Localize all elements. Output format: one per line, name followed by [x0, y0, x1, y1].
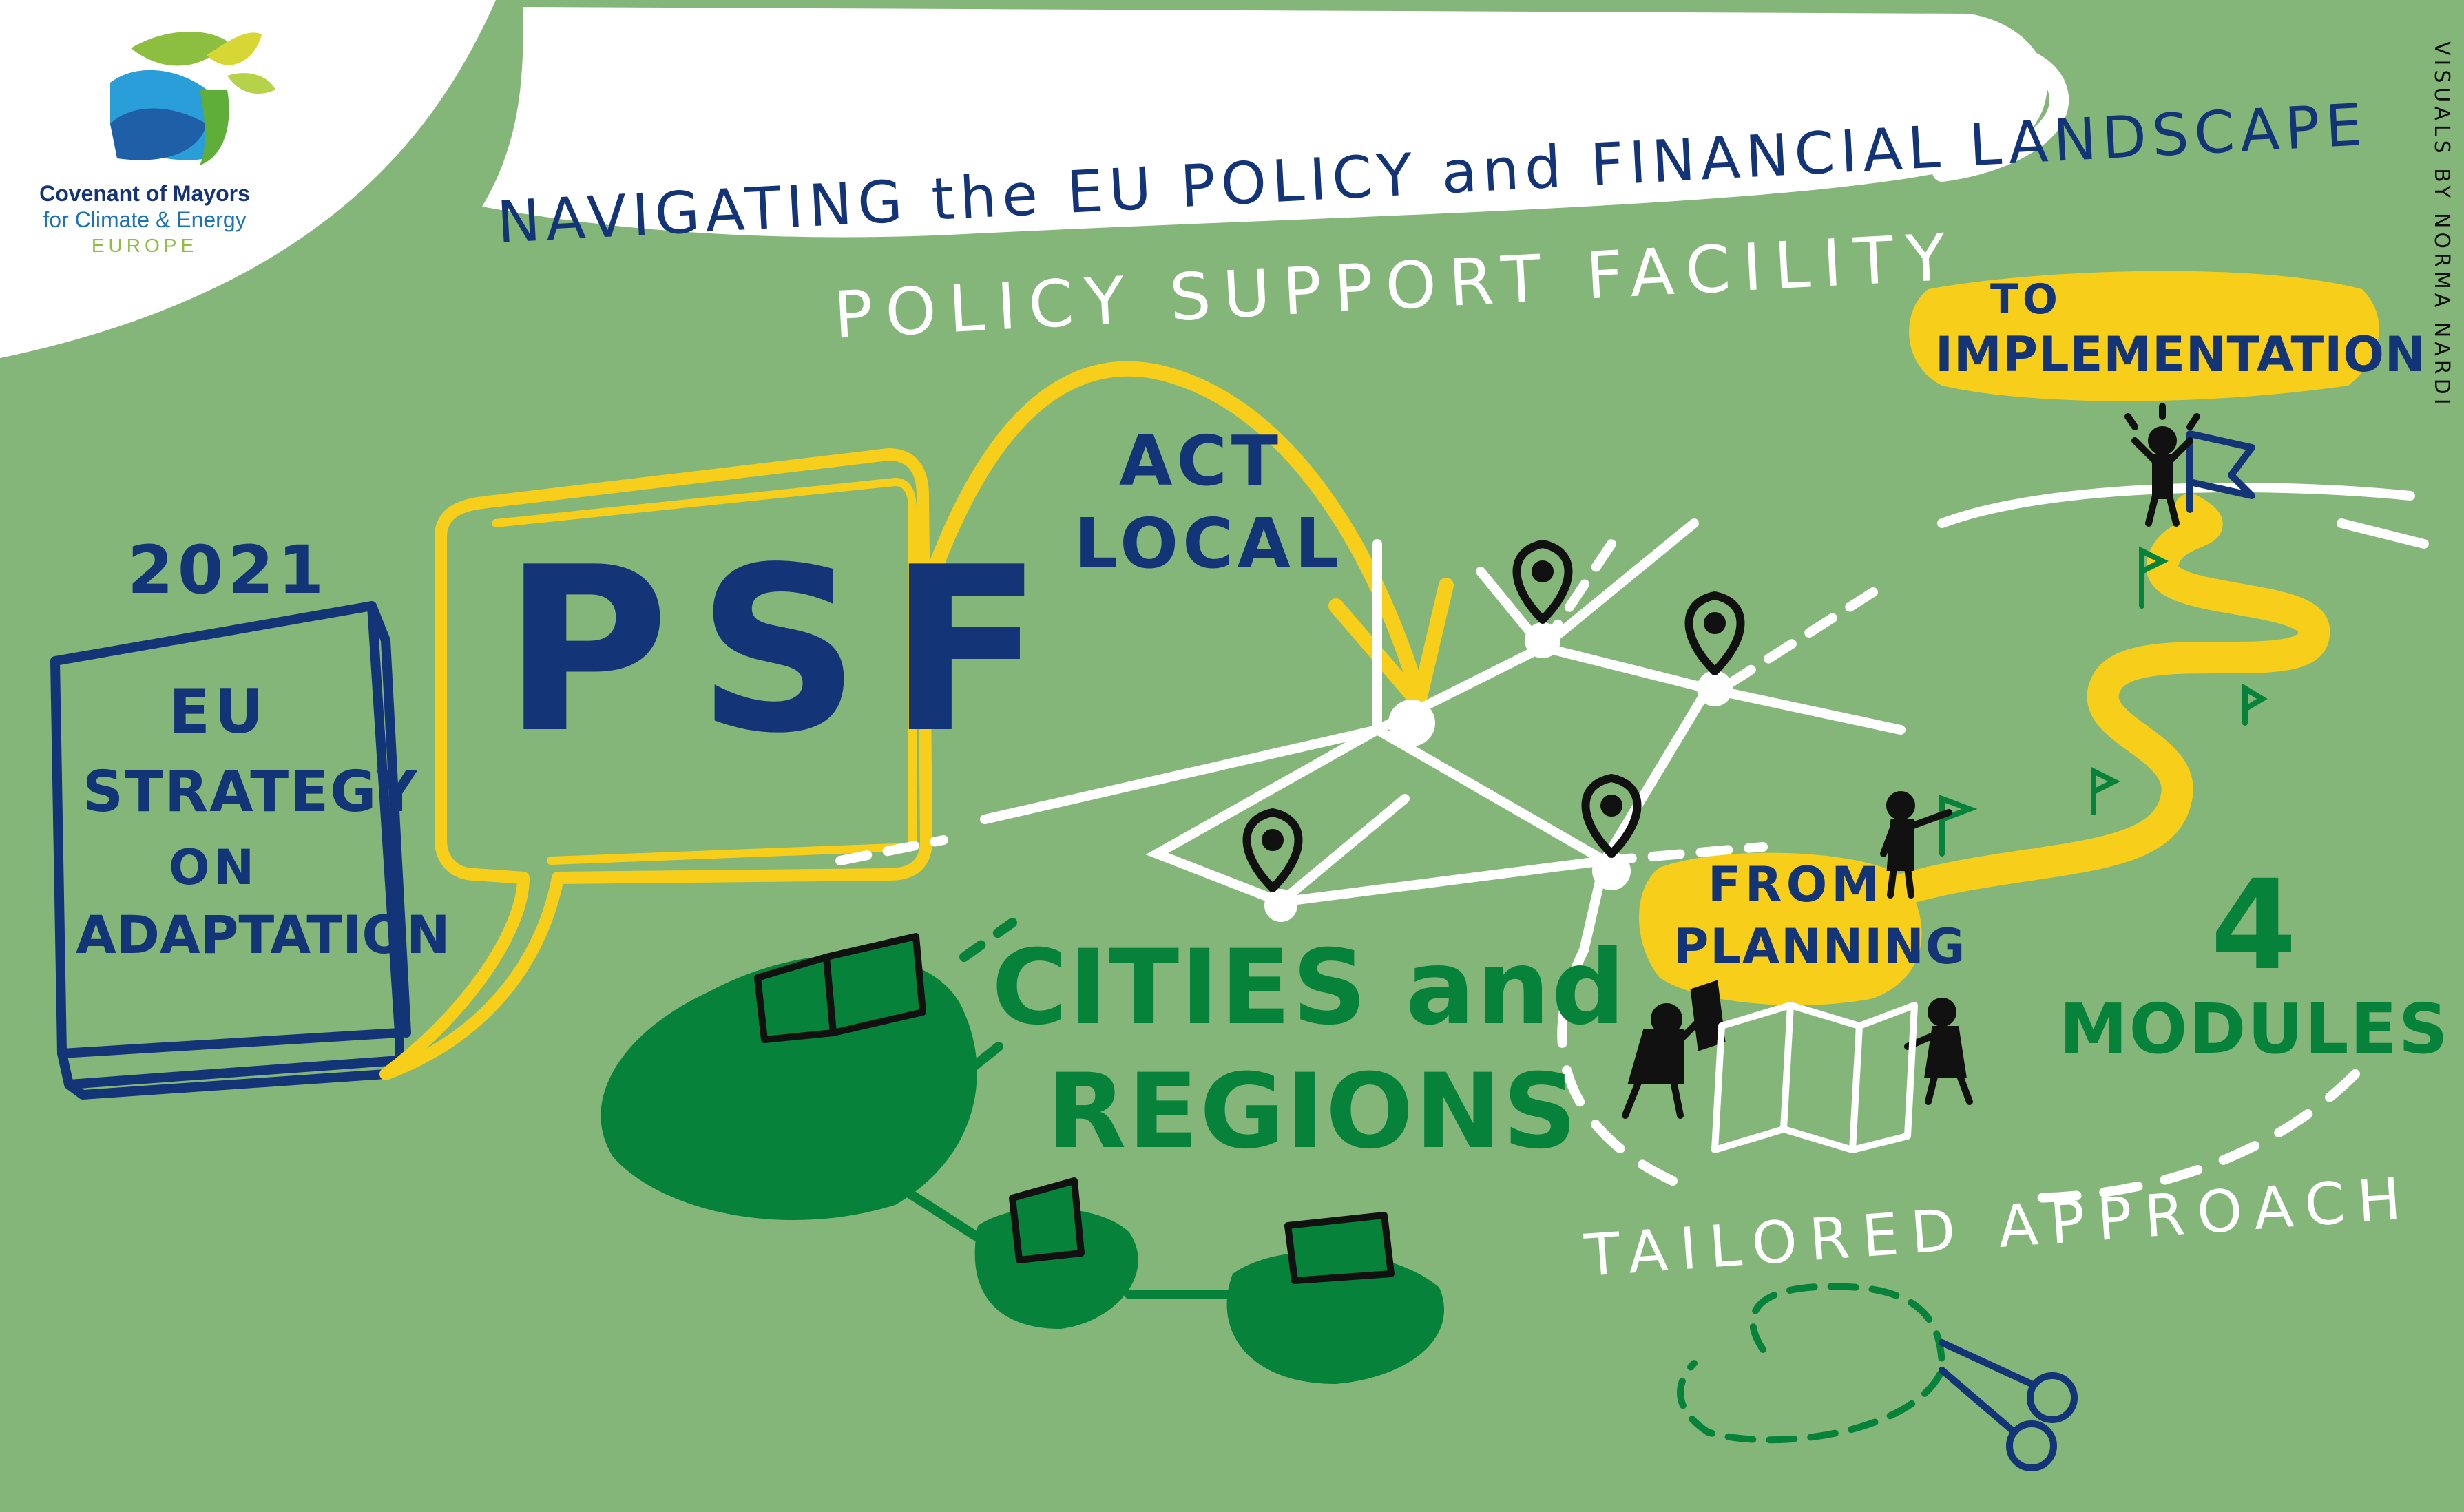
map-pin-icon: [1704, 612, 1726, 634]
strategy-book-icon: [50, 601, 411, 1100]
journey-path: [1892, 494, 2330, 904]
logo-title: Covenant of Mayors: [39, 181, 250, 206]
network-nodes: [1264, 622, 1733, 922]
act-local-line-2: LOCAL: [1074, 503, 1343, 584]
planning-label-line-1: FROM: [1708, 857, 1883, 913]
act-local-arrow: [919, 361, 1426, 703]
map-pin-icon: [1581, 774, 1642, 858]
person-pointing-icon: [1880, 791, 1952, 899]
title-banner-ribbon: [482, 7, 2047, 238]
map-pin-icon: [1532, 560, 1554, 582]
horizon-line: [2337, 518, 2429, 549]
psf-label: PSF: [503, 518, 1071, 783]
flag-icon: [2242, 683, 2268, 726]
building-icon: [1284, 1212, 1395, 1284]
map-pin-icon: [1684, 591, 1745, 675]
cut-line: [1677, 1283, 1946, 1444]
book-title-line-3: ON: [169, 839, 259, 896]
goal-flag-icon: [2186, 430, 2255, 513]
folding-map-icon: [1711, 1002, 1918, 1153]
map-pin-icon: [1512, 540, 1573, 624]
cities-label-line-1: CITIES and: [992, 928, 1627, 1048]
flag-icon: [1939, 795, 1978, 857]
map-pin-icon: [1242, 808, 1303, 892]
logo-region: EUROPE: [91, 234, 198, 256]
modules-label: MODULES: [2059, 989, 2450, 1069]
modules-count: 4: [2211, 854, 2301, 998]
planning-highlight: [1639, 852, 1922, 1005]
tailored-arc: [1557, 945, 2360, 1203]
book-title-line-1: EU: [169, 676, 268, 747]
implementation-label-line-2: IMPLEMENTATION: [1935, 326, 2426, 383]
person-with-map-icon: [1622, 980, 1726, 1119]
building-icon: [1009, 1177, 1085, 1263]
person-with-map-icon: [1904, 998, 1973, 1105]
map-pin-icon: [1600, 795, 1622, 817]
psf-speech-bubble: [379, 448, 932, 1080]
flag-icon: [2139, 546, 2169, 609]
map-pin-icon: [1262, 829, 1284, 851]
scissors-icon: [1939, 1339, 2078, 1471]
covenant-logo-icon: [110, 32, 275, 165]
implementation-label-line-1: TO: [1990, 275, 2062, 324]
banner-curl: [1850, 39, 2069, 182]
book-title-line-2: STRATEGY: [83, 759, 419, 825]
cities-label-line-2: REGIONS: [1047, 1052, 1578, 1172]
act-local-line-1: ACT: [1119, 421, 1282, 501]
person-celebrating-icon: [2124, 403, 2200, 527]
planning-label-line-2: PLANNING: [1673, 918, 1967, 975]
book-title-line-4: ADAPTATION: [76, 904, 450, 965]
building-icon: [754, 933, 926, 1043]
island-links: [890, 918, 1238, 1299]
artist-credit: VISUALS BY NORMA NARDI: [2430, 41, 2454, 409]
flag-icon: [2091, 766, 2120, 815]
book-year: 2021: [127, 532, 328, 609]
implementation-highlight: [1909, 271, 2379, 401]
logo-subtitle: for Climate & Energy: [43, 207, 247, 233]
